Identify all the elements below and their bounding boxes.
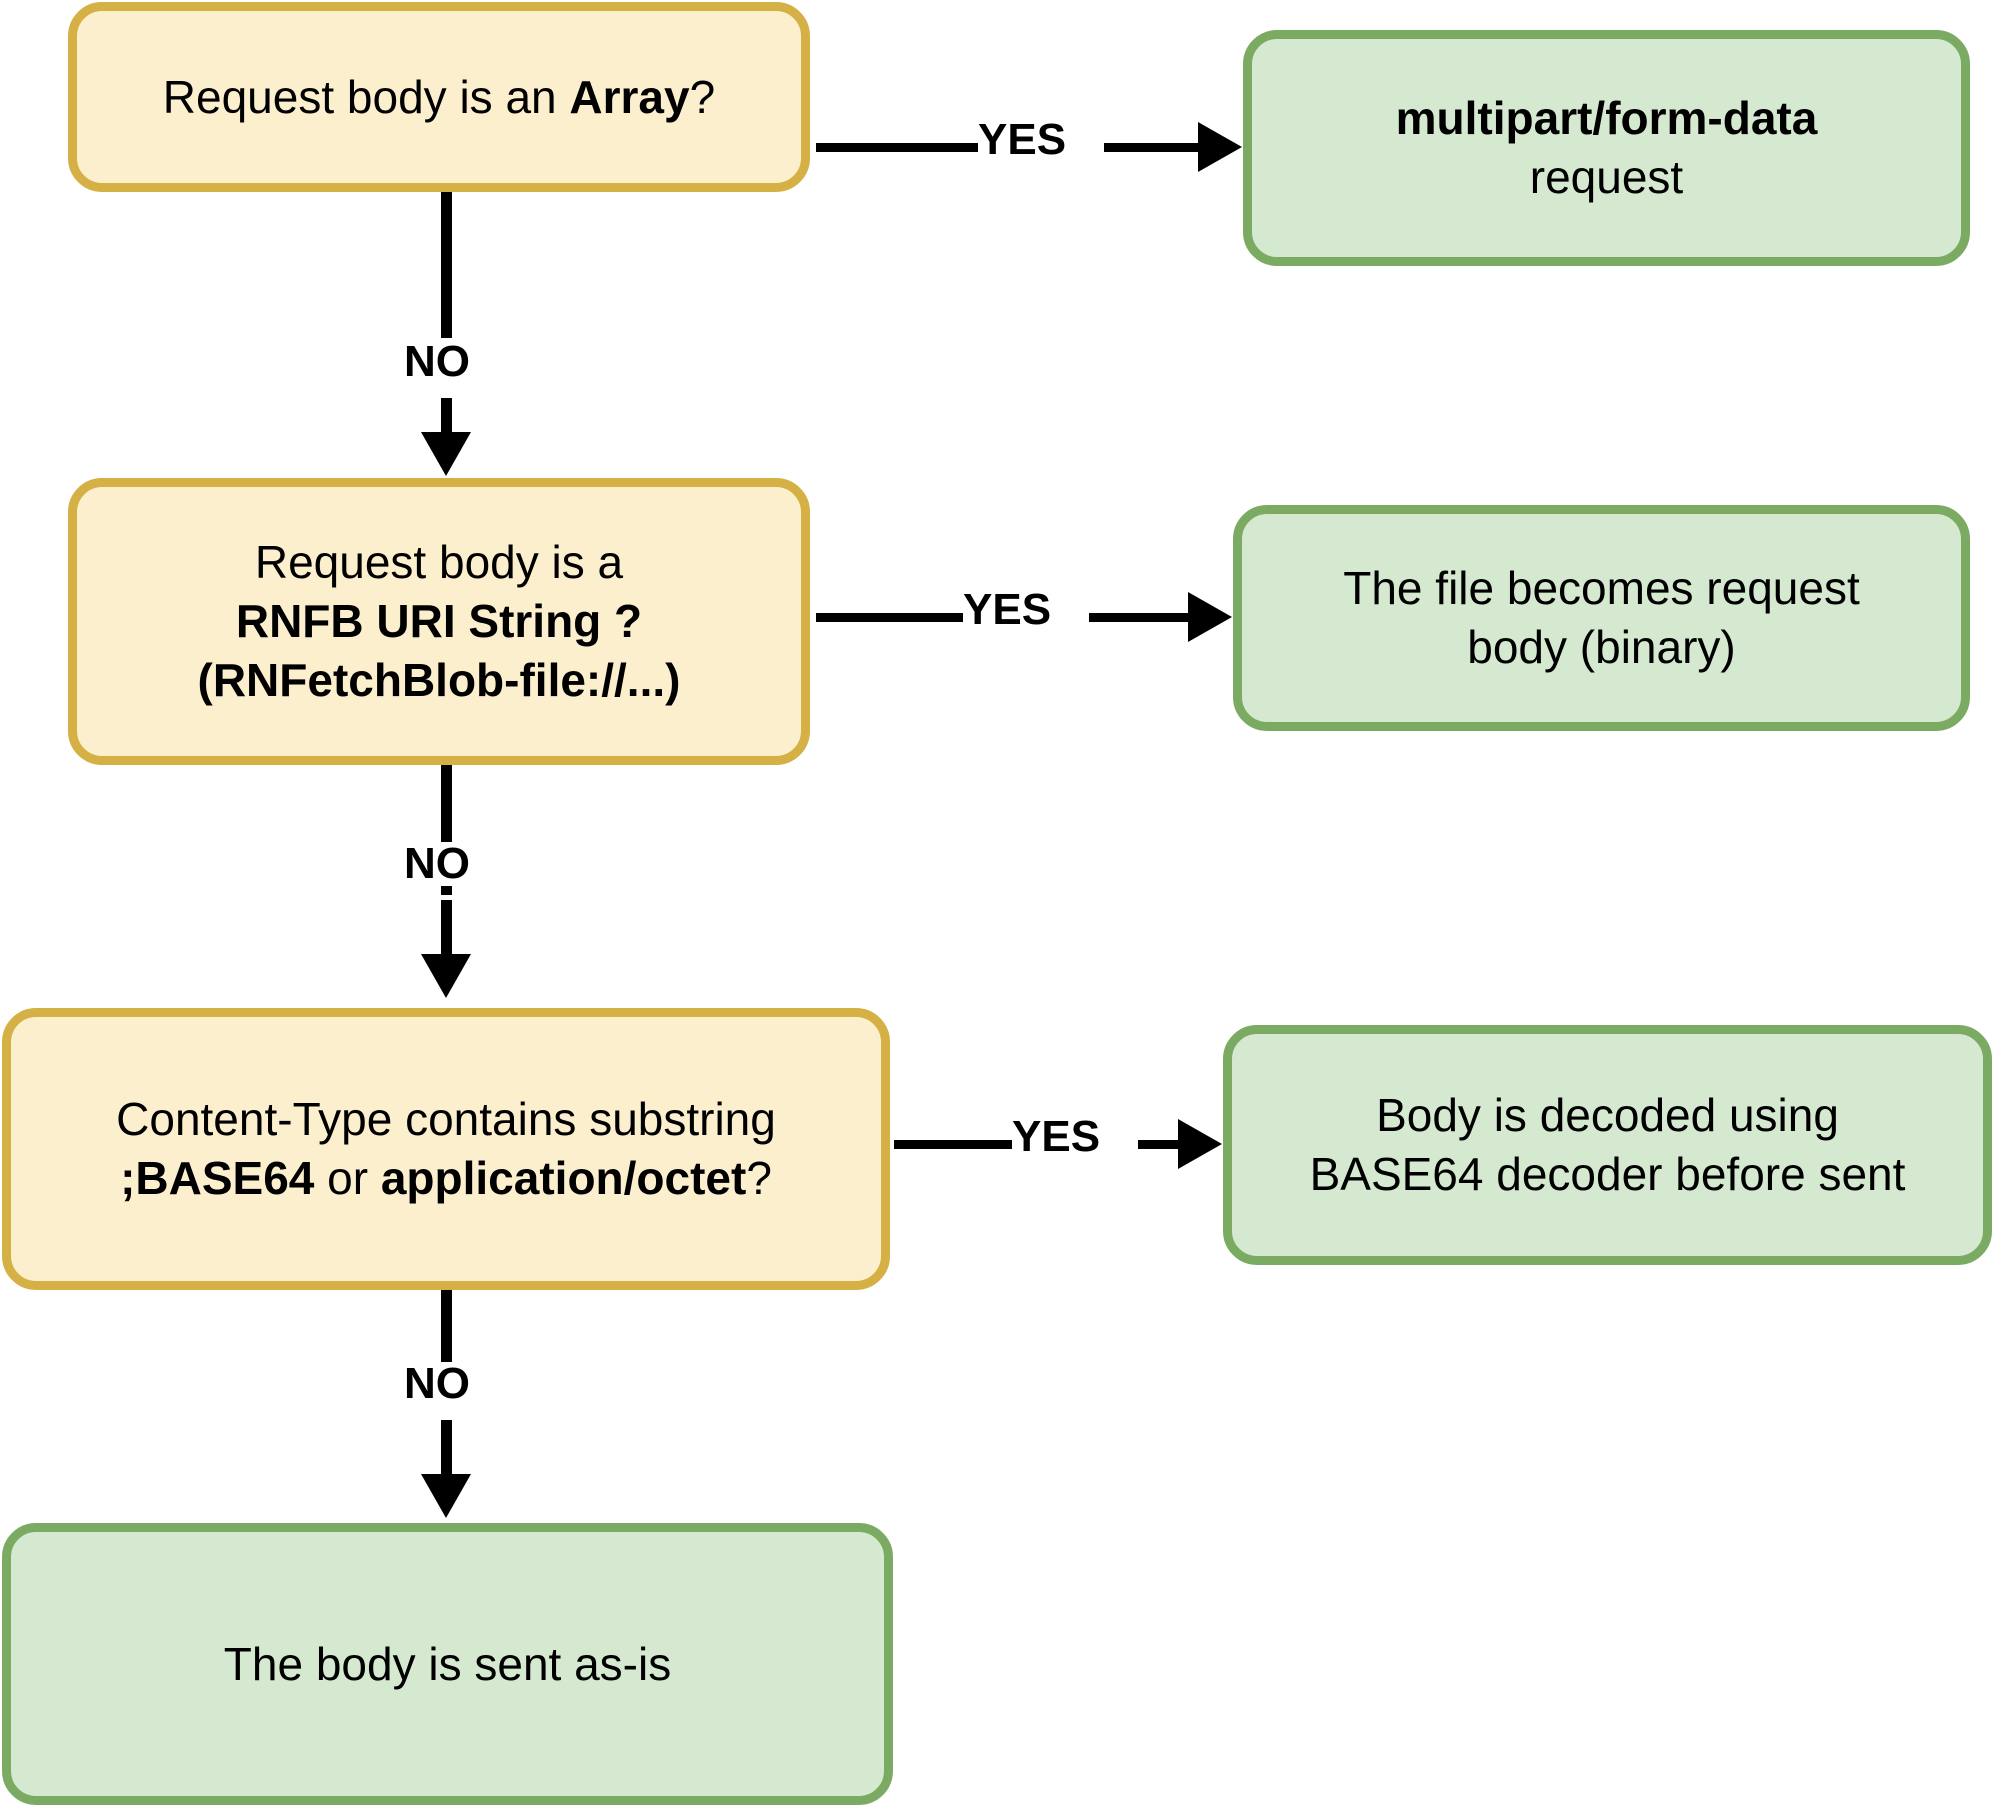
decision-content-type-base64: ;BASE64 xyxy=(120,1152,315,1204)
outcome-as-is-line1: The body is sent as-is xyxy=(223,1637,672,1690)
node-outcome-as-is[interactable]: The body is sent as-is xyxy=(2,1523,893,1805)
node-outcome-base64-decoded-text: Body is decoded using BASE64 decoder bef… xyxy=(1232,1086,1983,1204)
node-decision-array-text: Request body is an Array? xyxy=(77,68,801,127)
node-decision-rnfb-uri-text: Request body is a RNFB URI String ? (RNF… xyxy=(77,533,801,710)
edge-yes-3-line-right xyxy=(1138,1140,1184,1149)
decision-rnfb-line3: (RNFetchBlob-file://...) xyxy=(197,653,681,706)
edge-yes-2-arrowhead-icon xyxy=(1188,592,1232,642)
edge-no-3-label: NO xyxy=(404,1359,470,1408)
node-decision-rnfb-uri[interactable]: Request body is a RNFB URI String ? (RNF… xyxy=(68,478,810,765)
edge-yes-1-line-left xyxy=(816,143,991,152)
outcome-multipart-line2: request xyxy=(1529,151,1684,203)
outcome-file-binary-line1: The file becomes request xyxy=(1343,562,1860,615)
decision-array-plain-after: ? xyxy=(689,70,716,123)
node-decision-content-type-text: Content-Type contains substring ;BASE64 … xyxy=(11,1090,881,1208)
edge-yes-2-label: YES xyxy=(963,585,1052,634)
edge-yes-1-line-right xyxy=(1104,143,1204,152)
node-outcome-file-binary-text: The file becomes request body (binary) xyxy=(1242,559,1961,677)
edge-no-1-arrowhead-icon xyxy=(421,432,471,476)
outcome-base64-line1: Body is decoded using xyxy=(1376,1089,1839,1142)
edge-no-2-line-bottom xyxy=(441,900,452,958)
edge-yes-1-arrowhead-icon xyxy=(1198,122,1242,172)
edge-no-2-line-top xyxy=(441,765,452,895)
edge-no-1-line-top xyxy=(441,192,452,338)
edge-no-1-line-bottom xyxy=(441,398,452,436)
edge-no-2-label: NO xyxy=(404,839,470,888)
edge-yes-2-line-right xyxy=(1089,613,1194,622)
node-outcome-multipart-text: multipart/form-data request xyxy=(1252,89,1961,207)
edge-yes-2-line-left xyxy=(816,613,976,622)
decision-content-type-line1: Content-Type contains substring xyxy=(116,1093,776,1146)
node-outcome-as-is-text: The body is sent as-is xyxy=(11,1635,884,1694)
node-decision-content-type[interactable]: Content-Type contains substring ;BASE64 … xyxy=(2,1008,890,1290)
outcome-file-binary-line2: body (binary) xyxy=(1467,621,1736,673)
edge-no-2-arrowhead-icon xyxy=(421,954,471,998)
edge-yes-3-label: YES xyxy=(1012,1112,1101,1161)
edge-no-3-line-top xyxy=(441,1290,452,1390)
node-decision-array[interactable]: Request body is an Array? xyxy=(68,2,810,192)
decision-rnfb-line1: Request body is a xyxy=(254,536,624,589)
node-outcome-file-binary[interactable]: The file becomes request body (binary) xyxy=(1233,505,1970,731)
decision-content-type-or: or xyxy=(314,1152,381,1204)
node-outcome-base64-decoded[interactable]: Body is decoded using BASE64 decoder bef… xyxy=(1223,1025,1992,1265)
decision-array-bold: Array xyxy=(569,70,690,123)
edge-no-1-label: NO xyxy=(404,337,470,386)
outcome-multipart-line1: multipart/form-data xyxy=(1395,92,1818,145)
edge-yes-3-line-left xyxy=(894,1140,1024,1149)
edge-yes-1-label: YES xyxy=(978,115,1067,164)
outcome-base64-line2: BASE64 decoder before sent xyxy=(1309,1148,1906,1200)
node-outcome-multipart[interactable]: multipart/form-data request xyxy=(1243,30,1970,266)
decision-array-plain-before: Request body is an xyxy=(162,70,570,123)
decision-content-type-qmark: ? xyxy=(746,1152,772,1204)
edge-no-3-arrowhead-icon xyxy=(421,1474,471,1518)
edge-yes-3-arrowhead-icon xyxy=(1178,1119,1222,1169)
edge-no-3-line-bottom xyxy=(441,1420,452,1478)
decision-content-type-octet: application/octet xyxy=(380,1152,747,1204)
decision-rnfb-line2: RNFB URI String ? xyxy=(235,595,643,648)
